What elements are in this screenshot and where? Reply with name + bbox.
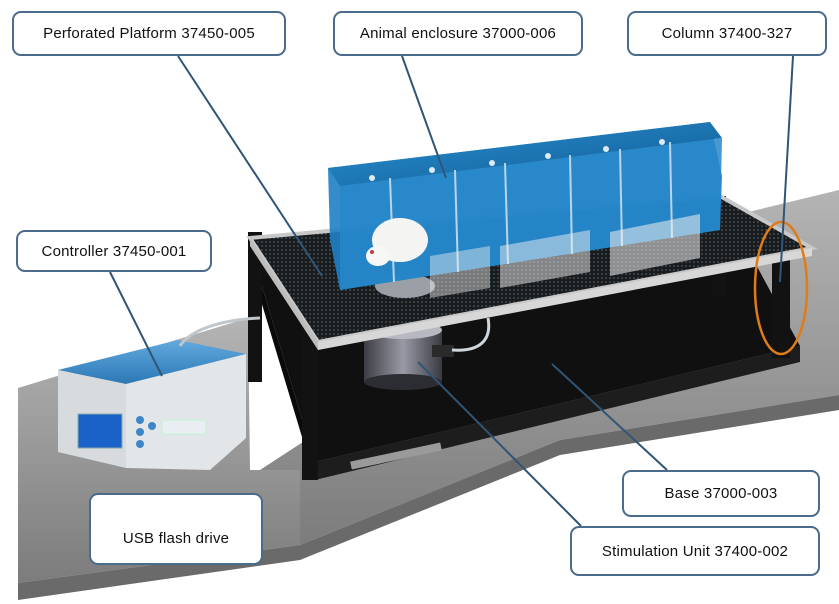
column-back-left bbox=[248, 232, 262, 382]
callout-animal-enclosure: Animal enclosure 37000-006 bbox=[333, 11, 583, 56]
callout-column: Column 37400-327 bbox=[627, 11, 827, 56]
column-front-left bbox=[302, 320, 318, 480]
label-animal-enclosure: Animal enclosure 37000-006 bbox=[359, 25, 557, 42]
label-controller: Controller 37450-001 bbox=[41, 242, 187, 260]
callout-perforated-platform: Perforated Platform 37450-005 bbox=[12, 11, 286, 56]
controller-top bbox=[58, 340, 246, 384]
controller-screen bbox=[77, 413, 123, 449]
base-label-plate bbox=[350, 442, 442, 470]
callout-base: Base 37000-003 bbox=[622, 470, 820, 517]
column-highlight bbox=[753, 220, 809, 356]
label-base: Base 37000-003 bbox=[664, 485, 778, 502]
leader-enclosure bbox=[401, 55, 447, 179]
leader-controller bbox=[109, 271, 163, 377]
leader-column bbox=[779, 55, 794, 283]
callout-controller: Controller 37450-001 bbox=[16, 230, 212, 272]
controller-side bbox=[126, 354, 246, 470]
callout-usb-flash-drive: USB flash drive bbox=[89, 493, 263, 565]
column-front-right bbox=[772, 240, 790, 358]
label-stimulation-unit: Stimulation Unit 37400-002 bbox=[601, 542, 789, 560]
label-usb-flash-drive: USB flash drive bbox=[122, 530, 230, 547]
leader-platform bbox=[177, 55, 323, 277]
label-perforated-platform: Perforated Platform 37450-005 bbox=[43, 25, 255, 42]
label-column: Column 37400-327 bbox=[661, 25, 793, 42]
base-left bbox=[248, 240, 315, 480]
callout-stimulation-unit: Stimulation Unit 37400-002 bbox=[570, 526, 820, 576]
leader-stimulation bbox=[417, 361, 582, 527]
leader-base bbox=[551, 363, 668, 471]
table-edge bbox=[18, 395, 839, 600]
